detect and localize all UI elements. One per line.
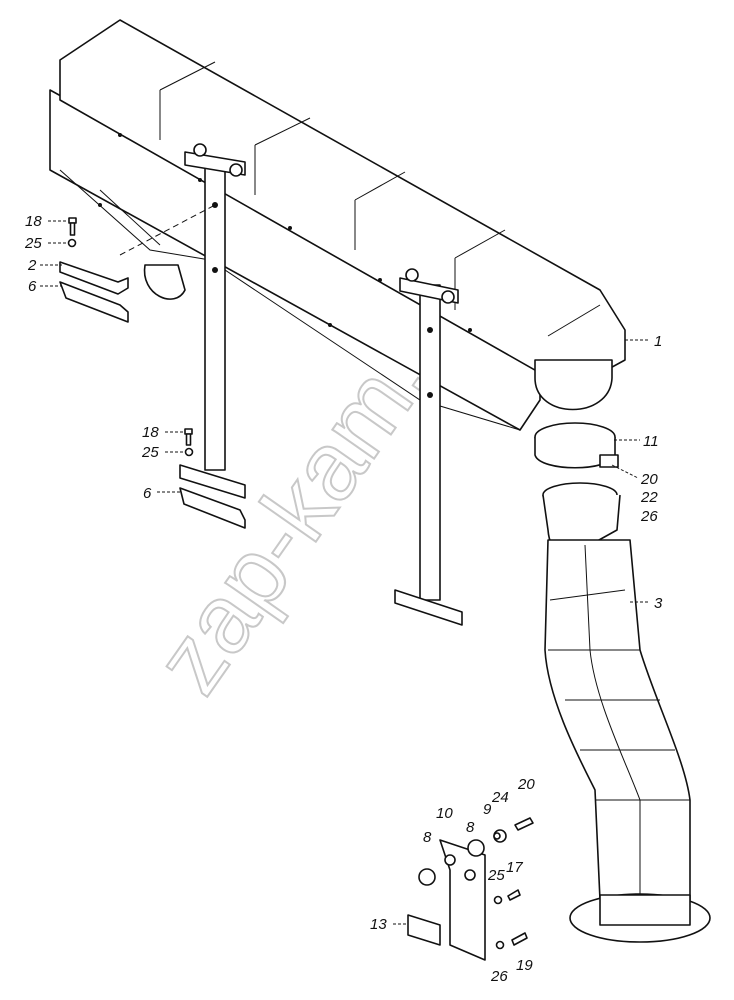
part-11-clamp	[534, 422, 619, 469]
part-20-bolt-lower	[514, 817, 534, 831]
callout-10: 10	[436, 805, 453, 822]
callout-20b: 20	[517, 776, 535, 793]
callout-8b: 8	[466, 819, 475, 836]
part-19-bolt	[511, 932, 528, 946]
part-18-bolt-mid	[184, 428, 193, 446]
callout-22: 22	[640, 489, 658, 506]
part-26-washer-lower	[495, 940, 505, 950]
callout-20a: 20	[640, 471, 658, 488]
callout-26b: 26	[490, 968, 508, 985]
callout-9: 9	[483, 801, 492, 818]
part-25-washer-mid	[184, 447, 194, 457]
callout-13: 13	[370, 916, 387, 933]
part-24-washer	[493, 832, 501, 840]
callout-18b: 18	[142, 424, 159, 441]
part-8-washer-upper	[467, 839, 485, 857]
bracket-right	[394, 268, 463, 626]
assembly-dash-line	[119, 204, 216, 256]
part-17-bolt	[507, 889, 521, 901]
callout-3: 3	[654, 595, 663, 612]
callout-24: 24	[491, 789, 509, 806]
part-6-pad-mid	[179, 487, 246, 529]
part-25-washer-lower	[493, 895, 503, 905]
callout-1: 1	[654, 333, 662, 350]
part-18-bolt-left	[68, 217, 77, 236]
callout-18a: 18	[25, 213, 42, 230]
callout-26a: 26	[640, 508, 658, 525]
callout-19: 19	[516, 957, 533, 974]
plate-hole-upper	[444, 854, 456, 866]
part-2-plate	[59, 261, 129, 295]
callout-25a: 25	[24, 235, 42, 252]
callout-25c: 25	[487, 867, 505, 884]
callout-17: 17	[506, 859, 523, 876]
part-25-washer-left	[67, 238, 77, 248]
part-3-intake-duct	[542, 482, 711, 943]
part-8-washer-lower	[418, 868, 436, 886]
callout-8a: 8	[423, 829, 432, 846]
bracket-left	[179, 143, 246, 499]
part-1-filter-housing	[49, 19, 626, 431]
callout-6b: 6	[143, 485, 152, 502]
callout-2: 2	[27, 257, 37, 274]
callout-11: 11	[643, 433, 659, 450]
plate-hole-lower	[464, 869, 476, 881]
part-13-pad	[407, 914, 441, 946]
callout-25b: 25	[141, 444, 159, 461]
part-6-pad-left	[59, 281, 129, 323]
callout-6a: 6	[28, 278, 37, 295]
